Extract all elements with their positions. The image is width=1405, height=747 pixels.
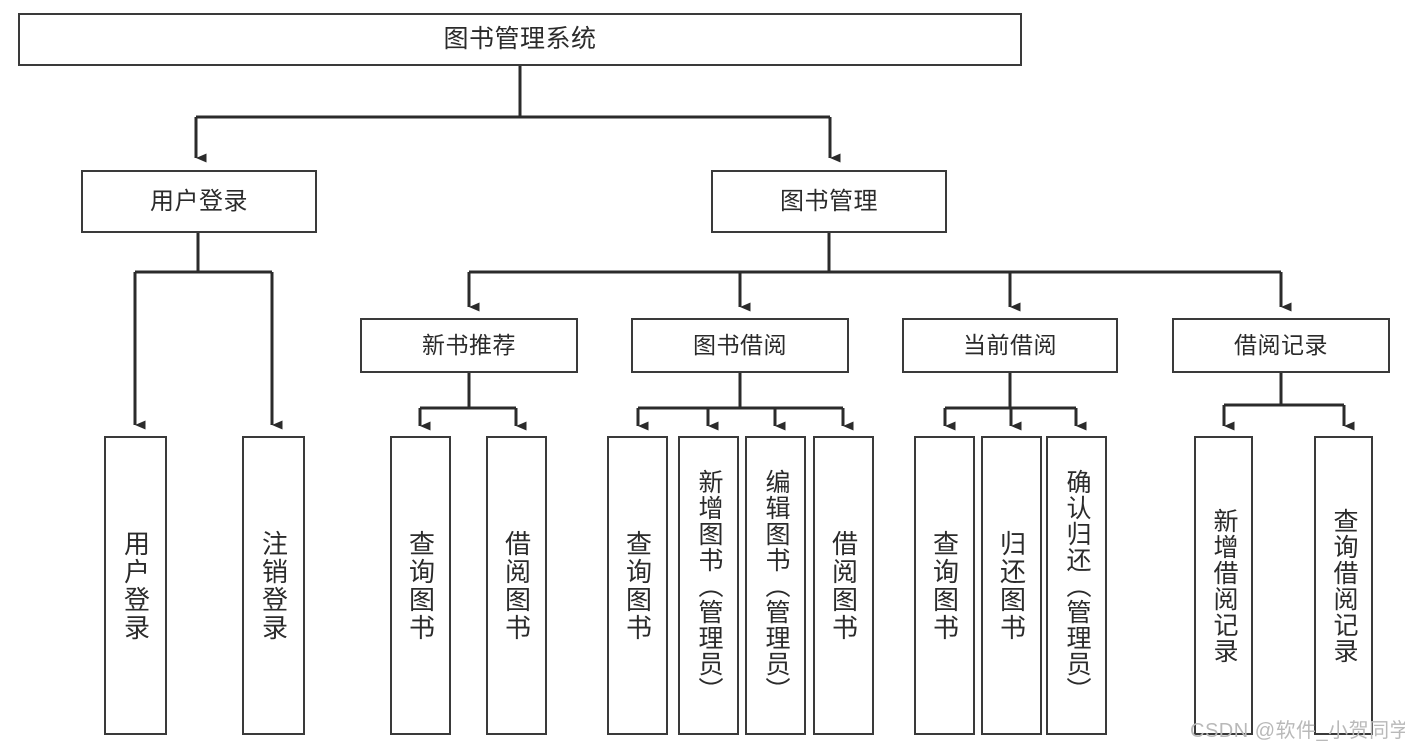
node-book-borrow[interactable]: 图书借阅 xyxy=(631,318,849,373)
leaf-borrow-record-query[interactable]: 查询借阅记录 xyxy=(1314,436,1373,735)
leaf-current-borrow-return-label: 归还图书 xyxy=(996,529,1027,642)
node-user-login[interactable]: 用户登录 xyxy=(81,170,317,233)
leaf-book-borrow-query[interactable]: 查询图书 xyxy=(607,436,668,735)
leaf-new-book-query[interactable]: 查询图书 xyxy=(390,436,451,735)
leaf-borrow-record-add[interactable]: 新增借阅记录 xyxy=(1194,436,1253,735)
leaf-book-borrow-edit-label: 编辑图书（管理员） xyxy=(762,468,790,703)
leaf-current-borrow-query-label: 查询图书 xyxy=(929,529,960,642)
leaf-current-borrow-confirm[interactable]: 确认归还（管理员） xyxy=(1046,436,1107,735)
node-book-management[interactable]: 图书管理 xyxy=(711,170,947,233)
leaf-book-borrow-add[interactable]: 新增图书（管理员） xyxy=(678,436,739,735)
leaf-book-borrow-edit[interactable]: 编辑图书（管理员） xyxy=(745,436,806,735)
leaf-borrow-record-query-label: 查询借阅记录 xyxy=(1330,507,1358,664)
node-borrow-record-label: 借阅记录 xyxy=(1234,332,1328,359)
csdn-watermark: CSDN @软件_小贺同学 xyxy=(1190,720,1405,742)
leaf-new-book-query-label: 查询图书 xyxy=(405,529,436,642)
node-current-borrow-label: 当前借阅 xyxy=(963,332,1057,359)
leaf-book-borrow-borrow[interactable]: 借阅图书 xyxy=(813,436,874,735)
node-new-book-recommend-label: 新书推荐 xyxy=(422,332,516,359)
leaf-book-borrow-add-label: 新增图书（管理员） xyxy=(695,468,723,703)
node-book-management-label: 图书管理 xyxy=(780,187,878,215)
node-root-label: 图书管理系统 xyxy=(443,25,597,54)
node-user-login-label: 用户登录 xyxy=(150,187,248,215)
leaf-book-borrow-query-label: 查询图书 xyxy=(622,529,653,642)
node-root[interactable]: 图书管理系统 xyxy=(18,13,1022,66)
node-new-book-recommend[interactable]: 新书推荐 xyxy=(360,318,578,373)
leaf-current-borrow-confirm-label: 确认归还（管理员） xyxy=(1063,468,1091,703)
node-book-borrow-label: 图书借阅 xyxy=(693,332,787,359)
leaf-new-book-borrow-label: 借阅图书 xyxy=(501,529,532,642)
leaf-user-login-logout[interactable]: 注销登录 xyxy=(242,436,305,735)
leaf-current-borrow-query[interactable]: 查询图书 xyxy=(914,436,975,735)
leaf-user-login-login[interactable]: 用户登录 xyxy=(104,436,167,735)
leaf-current-borrow-return[interactable]: 归还图书 xyxy=(981,436,1042,735)
leaf-borrow-record-add-label: 新增借阅记录 xyxy=(1210,507,1238,664)
leaf-user-login-logout-label: 注销登录 xyxy=(258,529,289,642)
leaf-user-login-login-label: 用户登录 xyxy=(120,529,151,642)
leaf-book-borrow-borrow-label: 借阅图书 xyxy=(828,529,859,642)
node-borrow-record[interactable]: 借阅记录 xyxy=(1172,318,1390,373)
node-current-borrow[interactable]: 当前借阅 xyxy=(902,318,1118,373)
leaf-new-book-borrow[interactable]: 借阅图书 xyxy=(486,436,547,735)
